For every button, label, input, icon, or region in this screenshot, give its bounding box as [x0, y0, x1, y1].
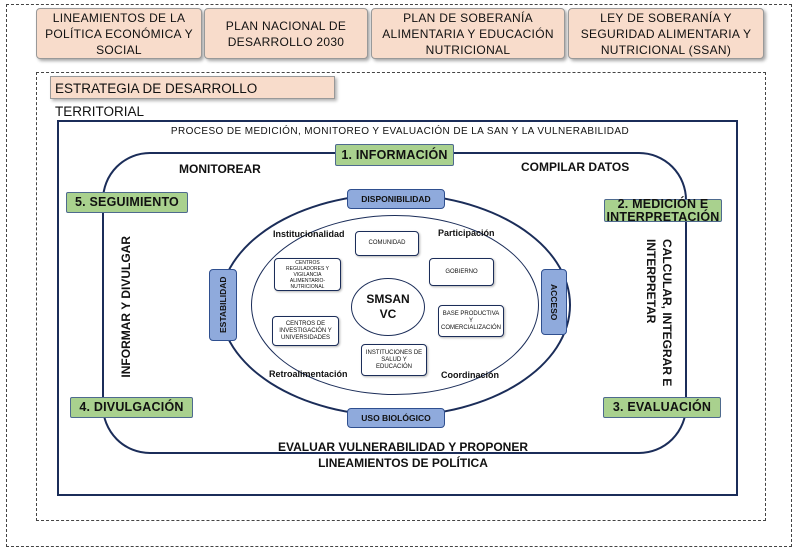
- policy-guidelines-box: LINEAMIENTOS DE LA POLÍTICA ECONÓMICA Y …: [36, 8, 202, 59]
- center-line-1: SMSAN: [366, 292, 410, 306]
- process-frame: [57, 120, 738, 496]
- strategy-title: ESTRATEGIA DE DESARROLLO TERRITORIAL: [50, 76, 335, 119]
- outer-dashed-frame: [6, 4, 792, 547]
- smsan-center: SMSAN VC: [351, 278, 425, 336]
- principle-coordinacion: Coordinación: [441, 370, 499, 380]
- actor-base-productiva: BASE PRODUCTIVA Y COMERCIALIZACIÓN: [438, 305, 504, 337]
- step-seguimiento: 5. SEGUIMIENTO: [66, 192, 188, 213]
- actor-gobierno: GOBIERNO: [429, 258, 494, 286]
- step-medicion: 2. MEDICIÓN E INTERPRETACIÓN: [604, 197, 722, 223]
- pillar-acceso: ACCESO: [541, 269, 567, 335]
- inner-ellipse: [251, 215, 539, 395]
- pillar-uso-biologico: USO BIOLÓGICO: [347, 408, 445, 428]
- action-monitorear: MONITOREAR: [179, 162, 261, 176]
- national-plan-box: PLAN NACIONAL DE DESARROLLO 2030: [204, 8, 368, 59]
- action-compilar: COMPILAR DATOS: [521, 160, 630, 174]
- pillar-disponibilidad: DISPONIBILIDAD: [347, 189, 445, 209]
- action-calcular: CALCULAR, INTEGRAR E INTERPRETAR: [644, 239, 674, 387]
- step-informacion: 1. INFORMACIÓN: [335, 144, 454, 166]
- process-title: PROCESO DE MEDICIÓN, MONITOREO Y EVALUAC…: [170, 126, 630, 137]
- step-evaluacion: 3. EVALUACIÓN: [603, 397, 721, 418]
- actor-centros-reguladores: CENTROS REGULADORES Y VIGILANCIA ALIMENT…: [274, 258, 341, 291]
- actor-centros-investigacion: CENTROS DE INVESTIGACIÓN Y UNIVERSIDADES: [272, 316, 339, 346]
- principle-institucionalidad: Institucionalidad: [273, 229, 345, 239]
- ssan-law-box: LEY DE SOBERANÍA Y SEGURIDAD ALIMENTARIA…: [568, 8, 764, 59]
- center-line-2: VC: [379, 307, 397, 321]
- actor-comunidad: COMUNIDAD: [355, 231, 419, 256]
- pillar-estabilidad: ESTABILIDAD: [209, 269, 237, 341]
- strategy-dashed-frame: [36, 72, 766, 521]
- action-informar: INFORMAR Y DIVULGAR: [119, 236, 133, 378]
- principle-retroalimentacion: Retroalimentación: [269, 369, 348, 379]
- action-evaluar: EVALUAR VULNERABILIDAD Y PROPONER LINEAM…: [277, 440, 529, 470]
- actor-instituciones: INSTITUCIONES DE SALUD Y EDUCACIÓN: [361, 344, 427, 376]
- principle-participacion: Participación: [438, 228, 495, 238]
- food-sovereignty-plan-box: PLAN DE SOBERANÍA ALIMENTARIA Y EDUCACIÓ…: [371, 8, 565, 59]
- step-divulgacion: 4. DIVULGACIÓN: [70, 397, 193, 418]
